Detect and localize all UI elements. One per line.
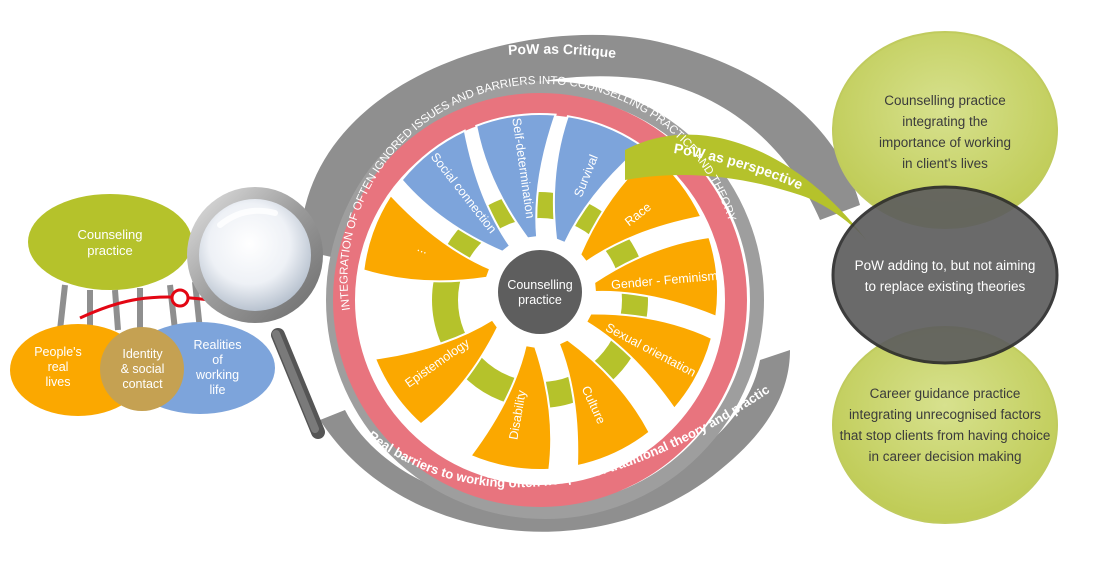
spoke-label-0: ... xyxy=(415,240,430,257)
counseling-practice-label: Counseling practice xyxy=(77,227,143,258)
spoke-3 xyxy=(552,115,644,245)
right-top-label: Counselling practice integrating the imp… xyxy=(878,93,1012,171)
spoke-5 xyxy=(593,235,719,319)
right-middle-label: PoW adding to, but not aiming to replace… xyxy=(854,258,1036,294)
spoke-0 xyxy=(362,193,492,283)
spoke-2 xyxy=(475,113,557,240)
pink-ring xyxy=(333,93,747,507)
center-circle xyxy=(498,250,582,334)
spoke-6 xyxy=(584,312,714,411)
pow-perspective-band xyxy=(625,134,870,245)
connector-lines xyxy=(57,284,143,331)
spoke-8 xyxy=(468,343,553,471)
realities-working-life-label: Realities of working life xyxy=(193,338,242,397)
pow-critique-band xyxy=(300,34,860,260)
center-label: Counselling practice xyxy=(507,278,573,307)
counseling-practice-ellipse xyxy=(28,194,192,290)
red-link-node xyxy=(170,288,190,308)
left-cluster xyxy=(10,194,275,416)
red-link-line xyxy=(79,295,211,320)
spoke-1 xyxy=(400,129,512,253)
critique-label: PoW as Critique xyxy=(508,41,618,61)
spoke-9 xyxy=(373,318,500,426)
connector-lines-right xyxy=(167,281,203,331)
right-middle-circle xyxy=(831,185,1059,365)
magnifier-icon xyxy=(187,187,325,439)
identity-social-contact-label: Identity & social contact xyxy=(120,347,165,391)
peoples-real-lives-label: People's real lives xyxy=(34,345,82,389)
real-barriers-band xyxy=(320,350,790,532)
identity-overlap-ellipse xyxy=(100,327,184,411)
spoke-7 xyxy=(557,338,651,468)
right-bottom-label: Career guidance practice integrating unr… xyxy=(839,386,1051,464)
spoke-4 xyxy=(579,152,703,264)
